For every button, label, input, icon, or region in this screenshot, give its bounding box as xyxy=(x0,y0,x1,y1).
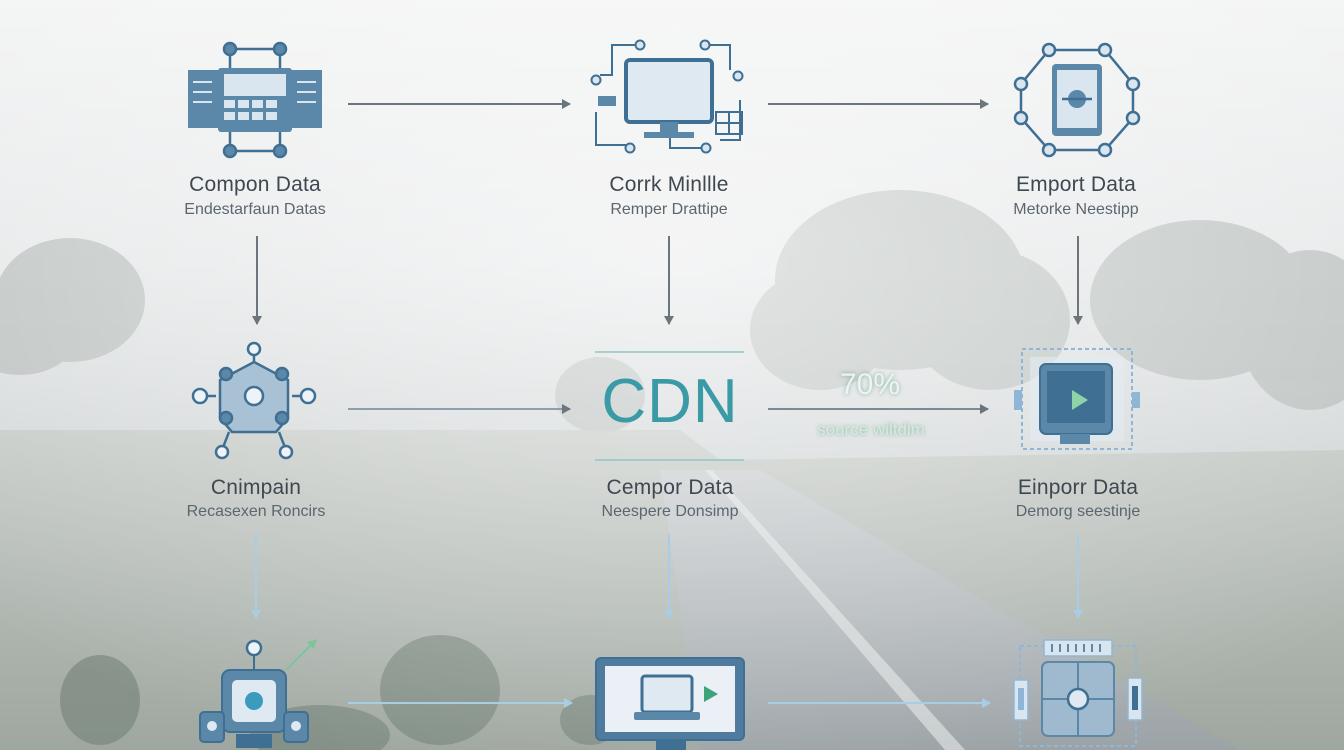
node-subtitle-mid-left: Recasexen Roncirs xyxy=(186,503,326,520)
monitor-circuit-icon xyxy=(590,39,744,154)
node-title-top-left: Compon Data xyxy=(189,173,321,196)
node-title-mid-center: Cempor Data xyxy=(606,476,734,499)
node-title-mid-right: Einporr Data xyxy=(1017,476,1139,499)
node-subtitle-top-right: Metorke Neestipp xyxy=(1013,201,1139,218)
metric-value: 70% xyxy=(839,368,901,401)
chip-processor-icon xyxy=(1013,639,1143,747)
connector-arrows xyxy=(251,99,1083,708)
metric-label: source wiltdim xyxy=(817,420,925,439)
node-subtitle-mid-right: Demorg seestinje xyxy=(1015,503,1141,520)
video-player-icon xyxy=(1014,348,1140,450)
cdn-label: CDN xyxy=(601,367,739,436)
node-title-top-mid: Corrk Minllle xyxy=(609,173,729,196)
node-subtitle-mid-center: Neespere Donsimp xyxy=(601,503,739,520)
node-title-top-right: Emport Data xyxy=(1015,173,1137,196)
node-subtitle-top-left: Endestarfaun Datas xyxy=(184,201,326,218)
device-modules-icon xyxy=(199,639,317,748)
node-title-mid-left: Cnimpain xyxy=(210,476,302,499)
tablet-network-icon xyxy=(1013,42,1141,158)
cdn-block xyxy=(595,351,744,461)
server-network-icon xyxy=(188,41,322,159)
node-subtitle-top-mid: Remper Drattipe xyxy=(610,201,728,218)
hexagon-network-icon xyxy=(191,341,317,460)
media-monitor-icon xyxy=(595,657,745,750)
